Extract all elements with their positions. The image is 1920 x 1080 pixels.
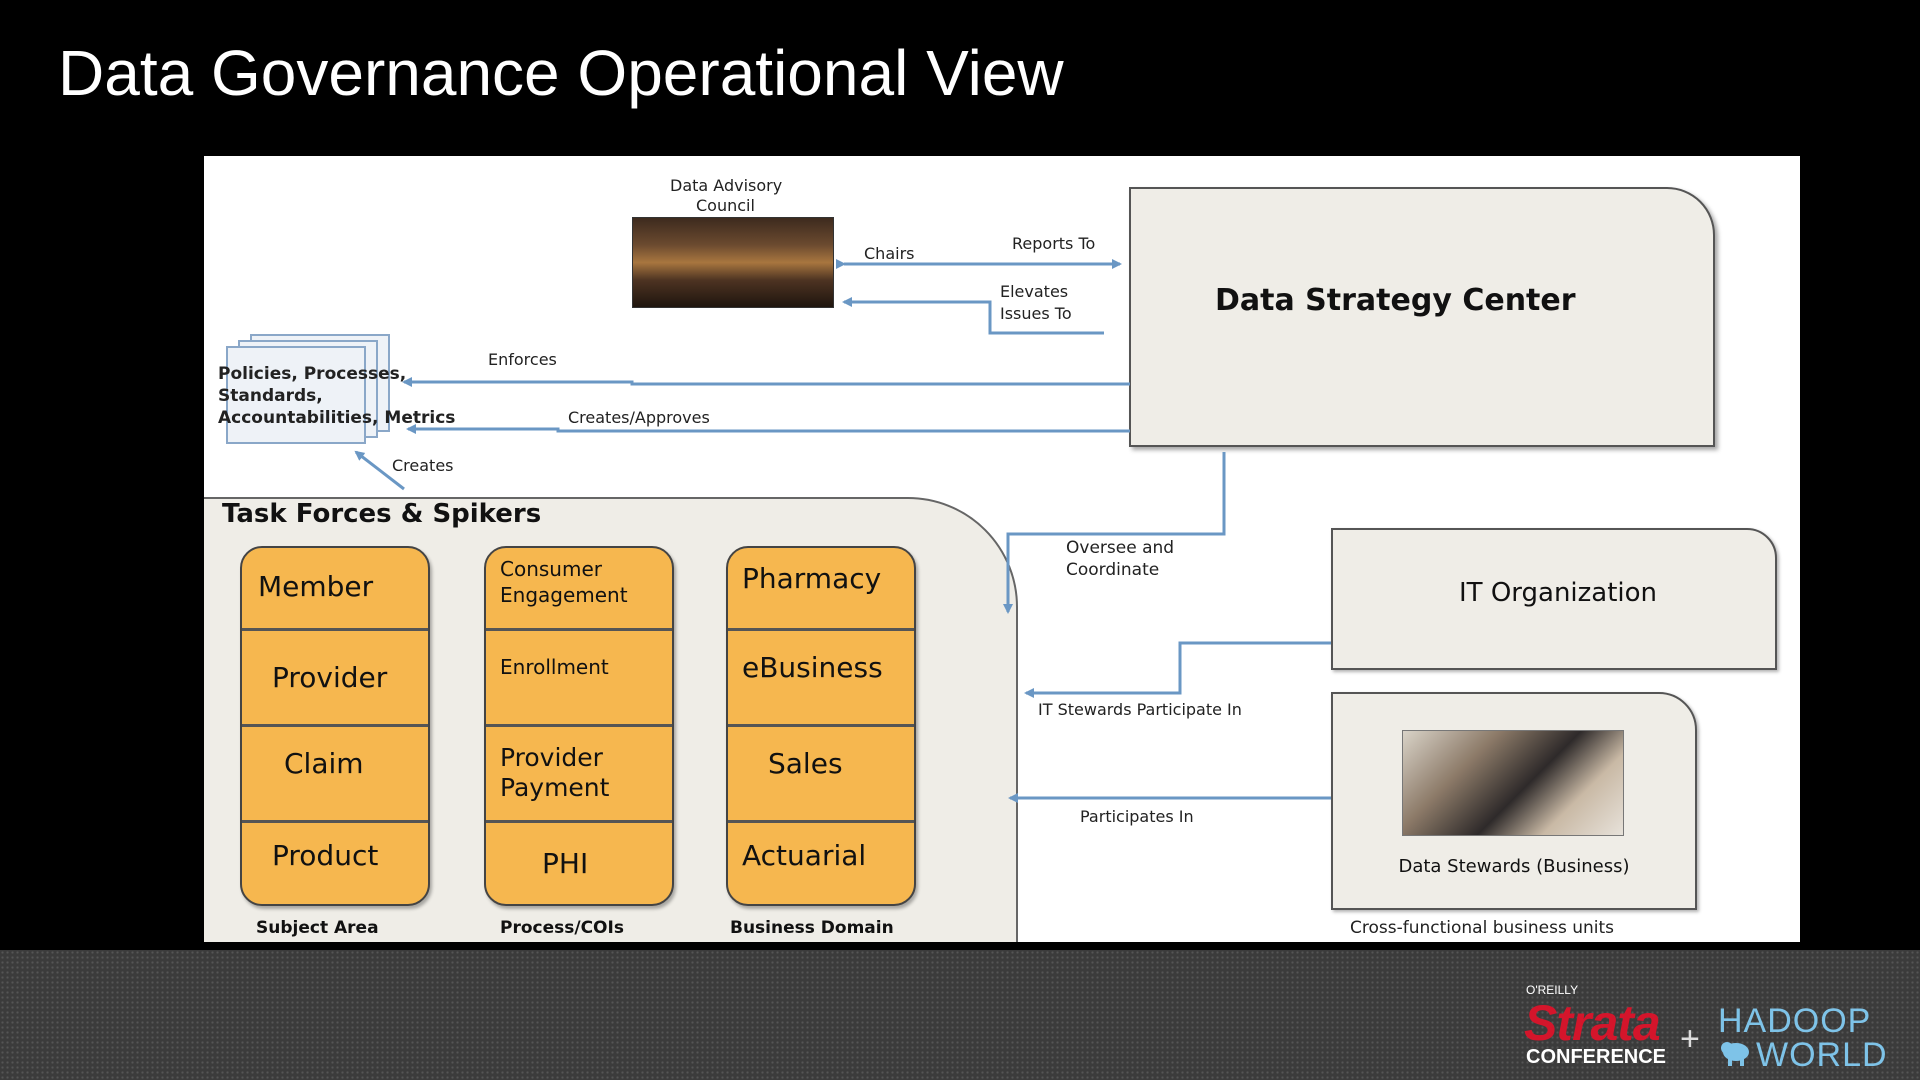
oreilly-logo: O'REILLY (1526, 983, 1579, 997)
edge-label-oversee-1: Oversee and (1066, 538, 1175, 558)
edge-label-oversee-2: Coordinate (1066, 560, 1160, 580)
policies-label-1: Policies, Processes, (218, 364, 407, 384)
subject-area-caption: Subject Area (256, 918, 379, 938)
edge-label-participates-in: Participates In (1080, 807, 1194, 826)
cell-ebusiness: eBusiness (728, 628, 914, 724)
advisory-council-label-2: Council (696, 196, 755, 215)
cell-actuarial: Actuarial (728, 820, 914, 904)
edge-label-enforces: Enforces (488, 350, 557, 369)
policy-doc-front (226, 346, 366, 444)
plus-sign: + (1680, 1020, 1700, 1058)
elephant-icon (1721, 1042, 1749, 1066)
council-room-image (632, 217, 834, 308)
arrow-it-stewards (1024, 641, 1331, 698)
edge-label-chairs: Chairs (864, 244, 915, 263)
hadoop-logo: HADOOP (1718, 1002, 1872, 1040)
edge-label-creates-approves: Creates/Approves (568, 408, 710, 427)
cell-provider: Provider (242, 628, 428, 724)
cell-sales: Sales (728, 724, 914, 820)
it-organization-title: IT Organization (1459, 578, 1658, 608)
data-stewards-title: Data Stewards (Business) (1398, 856, 1630, 877)
business-domain-caption: Business Domain (730, 918, 894, 938)
consumer-engagement-line1: Consumer (500, 557, 602, 581)
cell-provider-payment: Provider Payment (486, 724, 672, 820)
cell-enrollment: Enrollment (486, 628, 672, 724)
arrow-oversee-coordinate (1003, 452, 1226, 614)
arrow-enforces (402, 377, 1130, 387)
stewards-meeting-image (1402, 730, 1624, 836)
task-forces-title: Task Forces & Spikers (222, 499, 542, 529)
provider-payment-line1: Provider (500, 743, 603, 772)
policies-label-3: Accountabilities, Metrics (218, 408, 456, 428)
it-organization-box: IT Organization (1331, 528, 1777, 670)
footer-band (0, 950, 1920, 1080)
cell-phi: PHI (486, 820, 672, 904)
data-strategy-center-title: Data Strategy Center (1215, 283, 1576, 318)
edge-label-creates: Creates (392, 456, 454, 475)
data-strategy-center-box: Data Strategy Center (1129, 187, 1715, 447)
cell-member: Member (258, 570, 374, 603)
cell-product: Product (242, 820, 428, 904)
provider-payment-line2: Payment (500, 773, 610, 802)
cell-claim: Claim (242, 724, 428, 820)
governance-diagram: Data Advisory Council Data Strategy Cent… (204, 156, 1800, 942)
edge-label-it-stewards: IT Stewards Participate In (1038, 700, 1242, 719)
business-domain-column: Pharmacy eBusiness Sales Actuarial (726, 546, 916, 906)
data-stewards-caption: Cross-functional business units (1350, 918, 1615, 938)
cell-consumer-engagement: Consumer Engagement (486, 548, 672, 628)
world-logo: WORLD (1756, 1036, 1888, 1074)
edge-label-reports-to: Reports To (1012, 234, 1096, 253)
arrow-creates-approves (406, 424, 1130, 434)
process-column: Consumer Engagement Enrollment Provider … (484, 546, 674, 906)
edge-label-elevates-2: Issues To (1000, 304, 1072, 323)
policies-label-2: Standards, (218, 386, 323, 406)
subject-area-column: Member Provider Claim Product (240, 546, 430, 906)
advisory-council-label-1: Data Advisory (670, 176, 783, 195)
cell-pharmacy: Pharmacy (742, 562, 882, 595)
slide-title: Data Governance Operational View (58, 37, 1064, 109)
consumer-engagement-line2: Engagement (500, 583, 628, 607)
process-caption: Process/COIs (500, 918, 624, 938)
edge-label-elevates-1: Elevates (1000, 282, 1069, 301)
strata-logo: Strata (1524, 995, 1661, 1051)
conference-logo: CONFERENCE (1526, 1046, 1667, 1068)
